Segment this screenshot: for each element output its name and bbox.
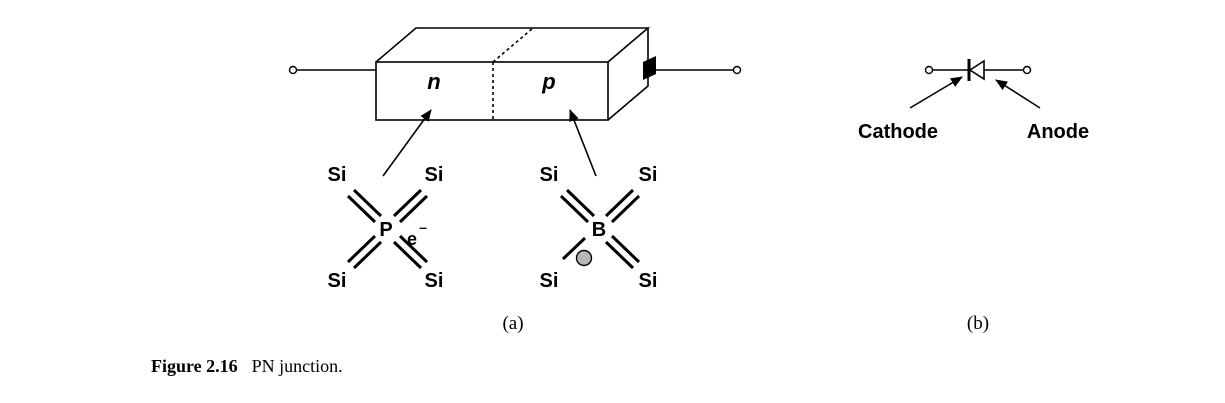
diode-triangle — [968, 59, 985, 81]
block-front-face — [375, 61, 609, 121]
si-atom: Si — [328, 270, 347, 292]
electron-charge-sign: – — [419, 219, 427, 235]
diode-symbol — [924, 59, 1032, 81]
arrow-to-anode — [995, 79, 1041, 109]
contact-pad — [643, 56, 656, 80]
pn-block — [375, 27, 651, 121]
boron-atom: B — [592, 219, 606, 241]
cathode-terminal-node — [924, 65, 934, 75]
boron-lattice: B Si Si Si Si — [540, 164, 658, 292]
right-terminal-node — [732, 65, 742, 75]
panel-label-b: (b) — [967, 313, 989, 334]
arrow-to-cathode — [909, 76, 963, 109]
figure-caption: Figure 2.16 PN junction. — [151, 356, 343, 377]
n-region-label: n — [427, 69, 440, 94]
left-terminal-node — [288, 65, 298, 75]
si-atom: Si — [639, 270, 658, 292]
si-atom: Si — [639, 164, 658, 186]
anode-label: Anode — [1027, 121, 1089, 143]
figure-caption-text: PN junction. — [251, 356, 343, 376]
junction-line-top — [492, 27, 534, 63]
free-electron: e — [407, 229, 417, 249]
si-atom: Si — [540, 270, 559, 292]
arrow-to-n-region — [382, 109, 432, 177]
si-atom: Si — [540, 164, 559, 186]
p-region-label: p — [541, 69, 555, 94]
block-side-face — [607, 28, 649, 121]
hole-icon — [575, 249, 593, 267]
block-top-face — [375, 27, 651, 63]
phosphorus-lattice: P e – Si Si Si Si — [328, 164, 444, 292]
si-atom: Si — [425, 270, 444, 292]
right-terminal — [643, 56, 742, 80]
phosphorus-atom: P — [379, 219, 392, 241]
si-atom: Si — [425, 164, 444, 186]
si-atom: Si — [328, 164, 347, 186]
figure-number: Figure 2.16 — [151, 356, 238, 376]
anode-terminal-node — [1022, 65, 1032, 75]
left-terminal — [288, 65, 376, 75]
cathode-label: Cathode — [858, 121, 938, 143]
panel-label-a: (a) — [502, 313, 523, 334]
arrow-to-p-region — [569, 109, 597, 177]
